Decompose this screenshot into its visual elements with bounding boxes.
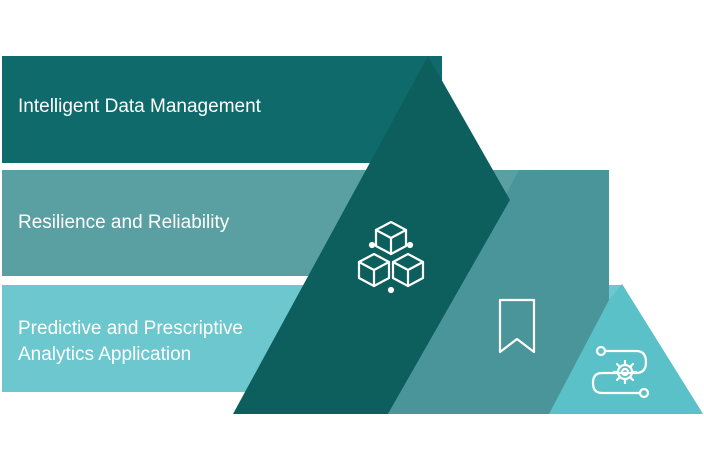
label-resilience-and-reliability: Resilience and Reliability (18, 212, 230, 233)
label-predictive-line-1: Predictive and Prescriptive (18, 318, 243, 339)
label-predictive-line-2: Analytics Application (18, 344, 191, 365)
gear-workflow-icon (591, 345, 650, 399)
small-triangle-face (549, 284, 703, 414)
band-intelligent-data-management (2, 56, 442, 163)
middle-triangle-face (388, 170, 609, 414)
cubes-icon (357, 220, 425, 294)
bookmark-icon (498, 298, 536, 354)
label-intelligent-data-management: Intelligent Data Management (18, 96, 262, 117)
large-triangle (233, 56, 510, 414)
